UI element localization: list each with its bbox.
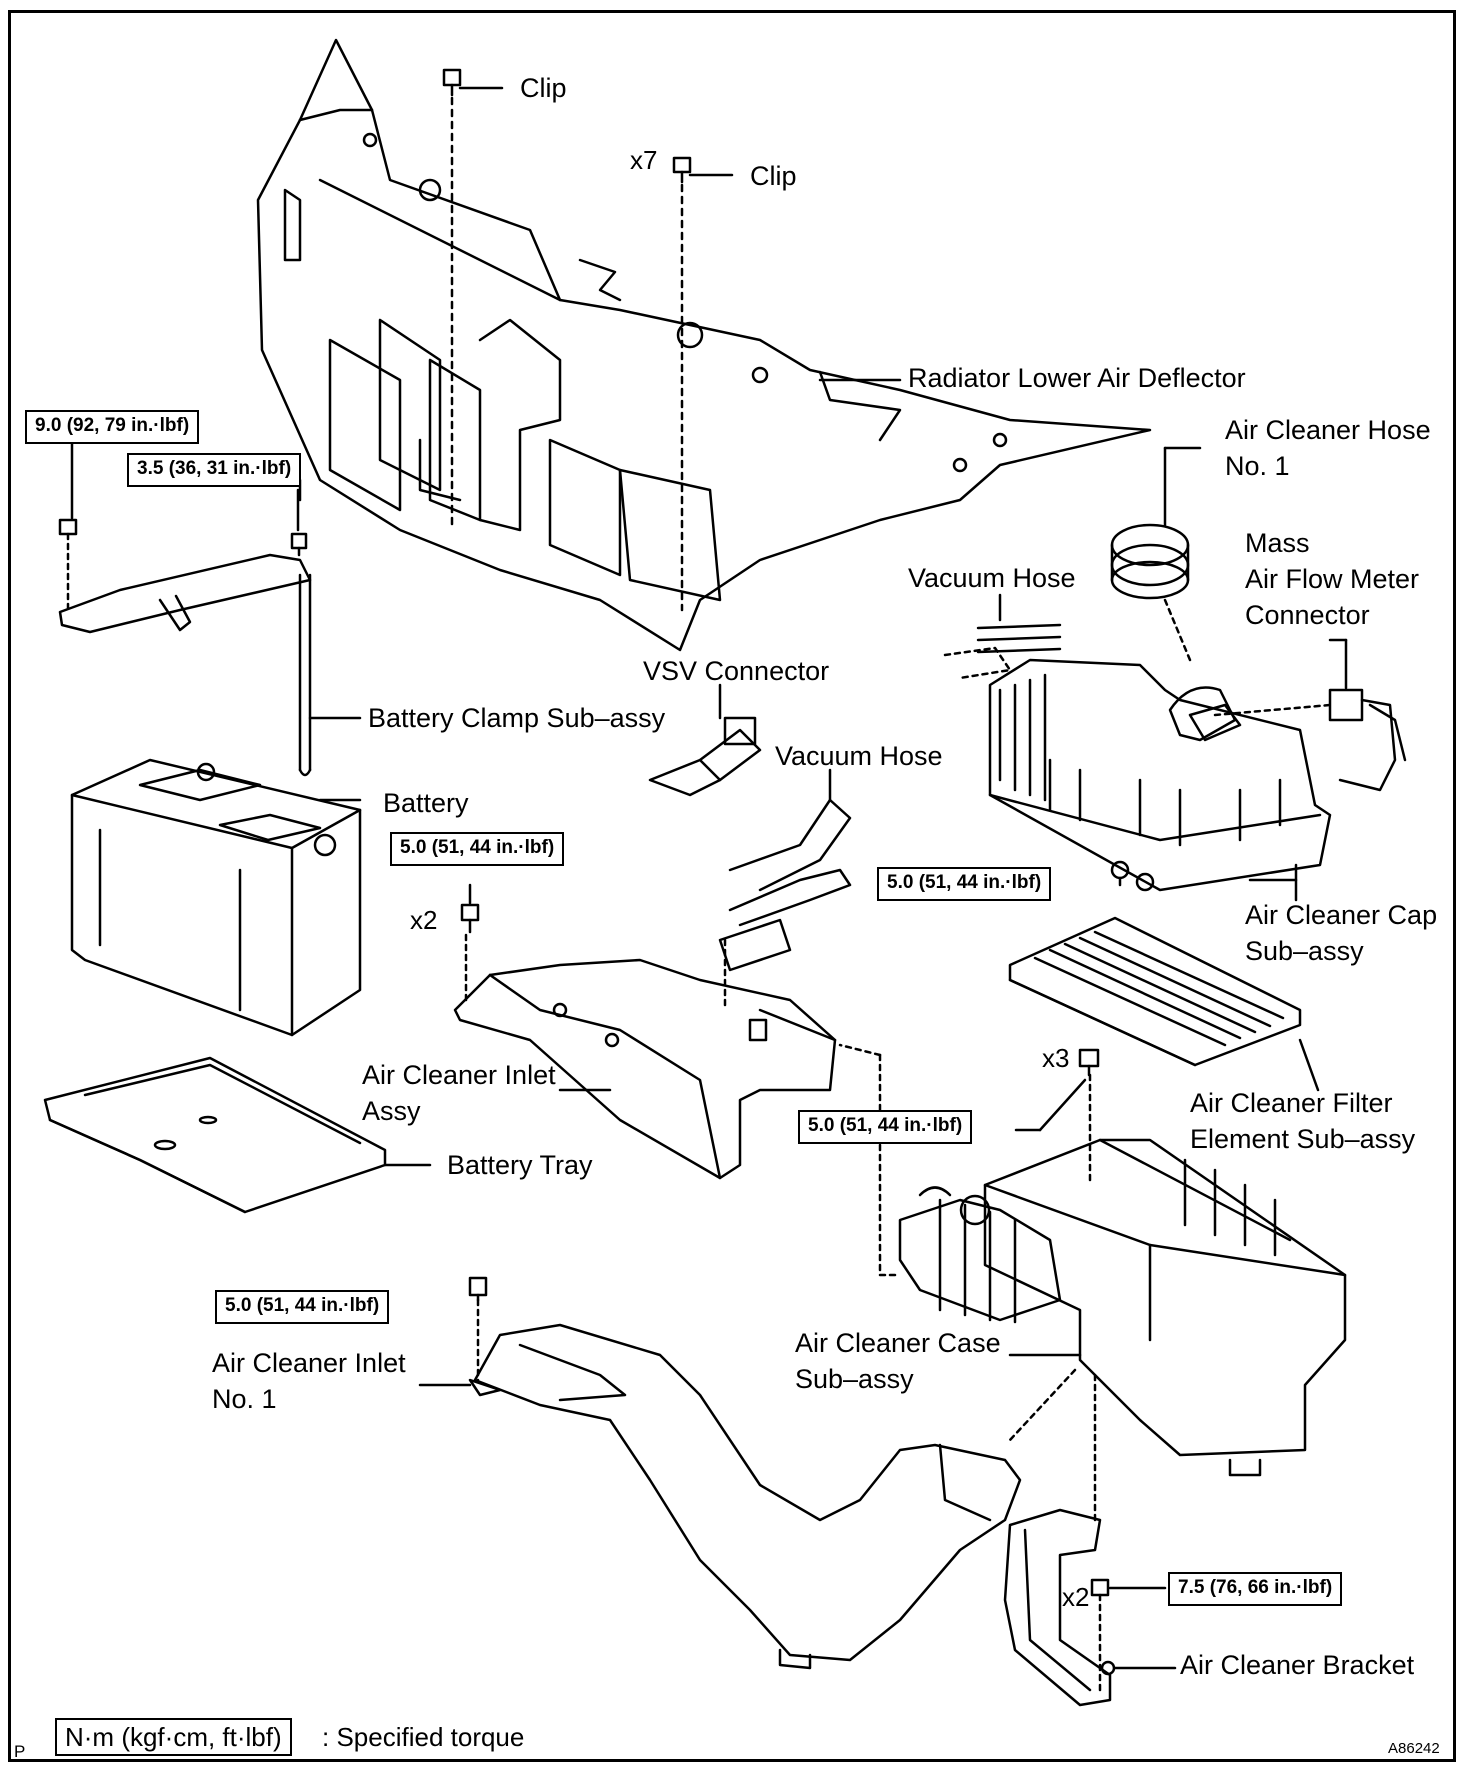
battery-tray-drawing	[43, 1056, 432, 1214]
clip-parts	[442, 68, 734, 612]
maf-connector-drawing	[1213, 638, 1407, 792]
vsv-connector-drawing	[648, 683, 762, 797]
label-battery: Battery	[383, 788, 469, 818]
radiator-lower-air-deflector-drawing	[256, 38, 1152, 652]
label-clip-second: Clip	[750, 161, 797, 191]
label-clip-top: Clip	[520, 73, 567, 103]
qty-bracket-bolts-x2: x2	[1062, 1582, 1090, 1612]
torque-inlet-assy-box: 5.0 (51, 44 in.·lbf)	[390, 832, 565, 866]
torque-3-5-box: 3.5 (36, 31 in.·lbf)	[127, 453, 302, 487]
label-vacuum-hose-lower: Vacuum Hose	[775, 741, 943, 771]
air-cleaner-filter-drawing	[1008, 916, 1320, 1092]
label-filter-element-sub-assy: Air Cleaner Filter Element Sub–assy	[1190, 1088, 1416, 1154]
label-air-cleaner-case-sub-assy: Air Cleaner Case Sub–assy	[795, 1328, 1001, 1394]
air-cleaner-case-drawing	[838, 1043, 1347, 1477]
label-air-cleaner-cap-sub-assy: Air Cleaner Cap Sub–assy	[1245, 900, 1438, 966]
qty-inlet-bolts-x2: x2	[410, 905, 438, 935]
air-cleaner-hose-drawing	[1110, 446, 1202, 662]
label-maf-connector: Mass Air Flow Meter Connector	[1245, 528, 1420, 630]
diagram-frame	[8, 10, 1456, 1762]
label-air-cleaner-inlet-assy: Air Cleaner Inlet Assy	[362, 1060, 556, 1126]
air-cleaner-inlet-assy-drawing	[453, 883, 837, 1180]
label-air-cleaner-hose-no1: Air Cleaner Hose No. 1	[1225, 415, 1431, 481]
air-cleaner-bracket-drawing	[1003, 1373, 1177, 1707]
torque-7-5-box: 7.5 (76, 66 in.·lbf)	[1168, 1572, 1343, 1606]
torque-case-box: 5.0 (51, 44 in.·lbf)	[798, 1110, 973, 1144]
label-battery-tray: Battery Tray	[447, 1150, 593, 1180]
label-battery-clamp-sub-assy: Battery Clamp Sub–assy	[368, 703, 666, 733]
label-vsv-connector: VSV Connector	[643, 656, 830, 686]
vacuum-hose-lower-drawing	[718, 768, 852, 1012]
air-cleaner-inlet-no1-drawing	[418, 1276, 1077, 1670]
corner-p-mark: P	[14, 1742, 26, 1761]
legend-unit-box: N·m (kgf·cm, ft·lbf)	[55, 1718, 292, 1756]
label-air-cleaner-inlet-no1: Air Cleaner Inlet No. 1	[212, 1348, 406, 1414]
qty-case-bolts-x3: x3	[1042, 1043, 1070, 1073]
battery-drawing	[70, 758, 362, 1037]
label-radiator-lower-air-deflector: Radiator Lower Air Deflector	[908, 363, 1246, 393]
air-cleaner-cap-drawing	[988, 658, 1332, 902]
legend-specified-torque: : Specified torque	[322, 1722, 525, 1752]
qty-clip-x7: x7	[630, 145, 658, 175]
torque-inlet-no1-box: 5.0 (51, 44 in.·lbf)	[215, 1290, 390, 1324]
figure-id: A86242	[1388, 1740, 1440, 1757]
vacuum-hose-upper-drawing	[943, 593, 1062, 680]
battery-clamp-drawing	[58, 438, 362, 777]
torque-cap-box: 5.0 (51, 44 in.·lbf)	[877, 867, 1052, 901]
label-vacuum-hose-upper: Vacuum Hose	[908, 563, 1076, 593]
torque-9-0-box: 9.0 (92, 79 in.·lbf)	[25, 410, 200, 444]
label-air-cleaner-bracket: Air Cleaner Bracket	[1180, 1650, 1415, 1680]
